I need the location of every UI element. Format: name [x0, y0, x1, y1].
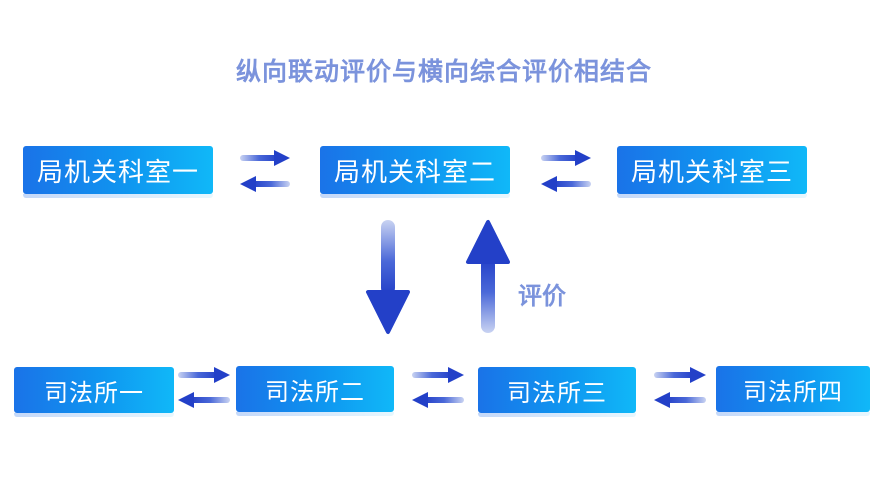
- bureau-dept-2-box: 局机关科室二: [320, 146, 510, 198]
- judicial-office-4-box: 司法所四: [716, 366, 870, 416]
- judicial-office-2-box: 司法所二: [236, 366, 394, 416]
- evaluation-label: 评价: [518, 282, 566, 310]
- exchange-arrows-icon-top-1: [240, 150, 290, 192]
- exchange-arrows-icon-bottom-3: [654, 367, 706, 408]
- up-arrow-icon: [466, 220, 510, 333]
- exchange-arrows-icon-bottom-1: [178, 367, 230, 408]
- judicial-office-1-box: 司法所一: [14, 367, 174, 417]
- judicial-office-3-box: 司法所三: [478, 367, 636, 417]
- exchange-arrows-icon-bottom-2: [412, 367, 464, 408]
- diagram-title: 纵向联动评价与横向综合评价相结合: [235, 57, 652, 86]
- exchange-arrows-icon-top-2: [541, 150, 591, 192]
- bureau-dept-1-box: 局机关科室一: [23, 146, 213, 198]
- down-arrow-icon: [366, 220, 410, 334]
- bureau-dept-3-box: 局机关科室三: [617, 146, 807, 198]
